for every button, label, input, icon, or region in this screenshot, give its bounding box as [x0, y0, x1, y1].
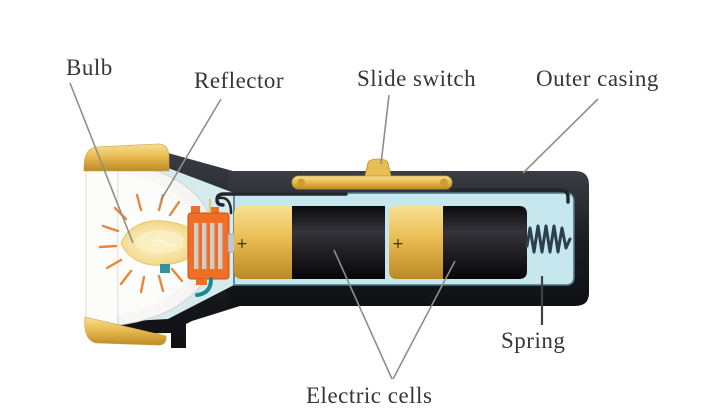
front-glass	[85, 156, 119, 331]
electric-cell-1: +	[234, 206, 385, 279]
holder-top-hook	[218, 196, 233, 215]
label-spring: Spring	[501, 328, 566, 353]
cell-1-positive-cap	[234, 206, 292, 279]
cell-2-body	[443, 206, 527, 279]
bulb-holder	[160, 196, 238, 297]
light-rays	[98, 193, 184, 294]
bulb-filament	[151, 239, 177, 247]
label-slide-switch: Slide switch	[357, 66, 477, 91]
bulb-hotspot	[135, 230, 185, 254]
slide-switch-knob	[364, 158, 392, 177]
cell-1-body	[292, 206, 385, 279]
front-rim-bottom	[84, 316, 167, 346]
label-outer-casing: Outer casing	[536, 66, 659, 91]
slide-switch-assembly	[291, 158, 453, 190]
pointer-lines	[69, 82, 599, 380]
slide-switch-pointer-line	[380, 94, 390, 165]
outer-casing-pointer-line	[522, 98, 599, 174]
cell-1-plus: +	[236, 236, 248, 252]
label-electric-cells: Electric cells	[306, 383, 433, 408]
wire-end-tab	[160, 264, 170, 273]
slide-switch-bar	[291, 175, 453, 190]
front-rim-top	[83, 143, 170, 172]
electric-cells-pointer-line-right	[392, 260, 456, 380]
electric-cell-2: +	[389, 206, 527, 279]
holder-threads	[194, 223, 223, 269]
contact-strip-left	[215, 192, 348, 207]
bulb-pointer-line	[69, 82, 134, 244]
switch-rivet-left	[297, 178, 305, 187]
cell-2-plus: +	[392, 236, 404, 252]
cell-2-positive-cap	[389, 206, 443, 279]
spring-coil	[525, 224, 572, 254]
holder-wire	[195, 277, 213, 297]
switch-rivet-right	[440, 178, 448, 187]
label-reflector: Reflector	[194, 68, 285, 93]
reflector-pointer-line	[160, 98, 222, 201]
contact-strip-right	[450, 188, 570, 204]
label-bulb: Bulb	[66, 55, 113, 80]
electric-cells-pointer-line-left	[333, 249, 393, 380]
